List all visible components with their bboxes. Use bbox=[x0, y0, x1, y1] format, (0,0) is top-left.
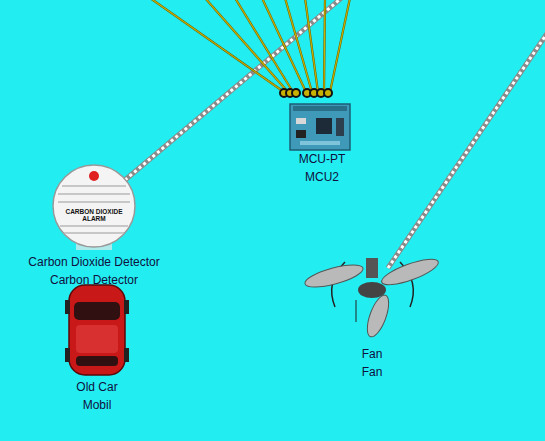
device-name: Mobil bbox=[0, 396, 197, 414]
wire-connector bbox=[280, 89, 332, 97]
mcu-board bbox=[290, 104, 350, 150]
device-name: Fan bbox=[272, 363, 472, 381]
device-type: Carbon Dioxide Detector bbox=[0, 253, 194, 271]
vehicle-device: Old CarMobil bbox=[0, 378, 197, 414]
printed-label: ALARM bbox=[82, 215, 105, 222]
device-type: Old Car bbox=[0, 378, 197, 396]
device-type: MCU-PT bbox=[222, 150, 422, 168]
device-name: Carbon Detector bbox=[0, 271, 194, 289]
actuator-device: FanFan bbox=[272, 345, 472, 381]
fan-symbol bbox=[303, 254, 441, 339]
printed-label: CARBON DIOXIDE bbox=[65, 208, 122, 215]
sensor-device: Carbon Dioxide DetectorCarbon Detector bbox=[0, 253, 194, 289]
car-symbol bbox=[65, 285, 129, 375]
device-name: MCU2 bbox=[222, 168, 422, 186]
detector-symbol bbox=[53, 165, 135, 250]
mcu-device: MCU-PTMCU2 bbox=[222, 150, 422, 186]
wire bbox=[150, 0, 350, 92]
device-type: Fan bbox=[272, 345, 472, 363]
wireless-link bbox=[125, 0, 545, 268]
